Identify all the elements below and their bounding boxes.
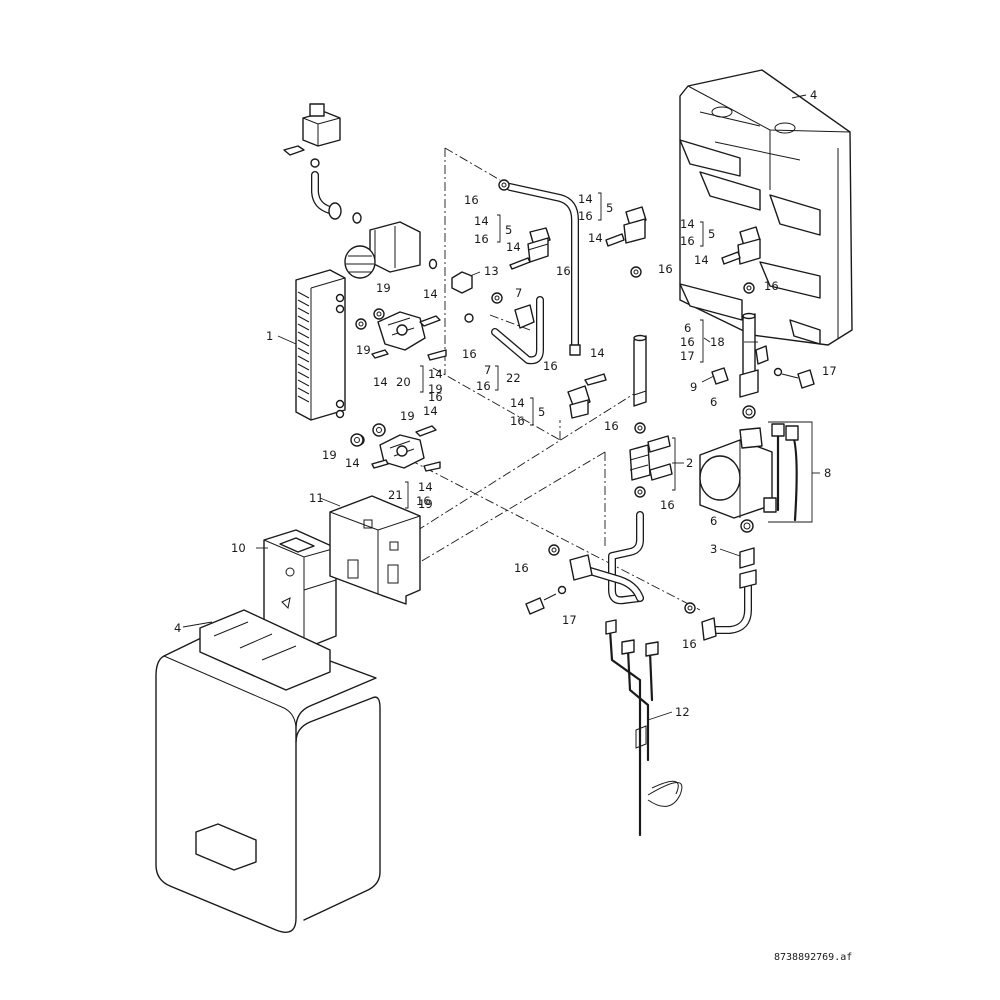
plate-heat-exchanger bbox=[295, 269, 346, 421]
callout-16-k: 16 bbox=[476, 379, 491, 393]
callout-16-o: 16 bbox=[514, 561, 529, 575]
callout-16-f: 16 bbox=[658, 262, 673, 276]
callout-14-k: 14 bbox=[510, 396, 525, 410]
callout-2: 2 bbox=[686, 456, 693, 470]
callout-4-top: 4 bbox=[810, 88, 817, 102]
callout-5-d: 5 bbox=[538, 405, 545, 419]
sensor-cable-harness bbox=[605, 619, 683, 837]
callout-14-a: 14 bbox=[474, 214, 489, 228]
callout-14-b: 14 bbox=[506, 240, 521, 254]
callout-4-bottom: 4 bbox=[174, 621, 181, 635]
callout-14-m: 14 bbox=[345, 456, 360, 470]
callout-10: 10 bbox=[231, 541, 246, 555]
callout-14-f: 14 bbox=[694, 253, 709, 267]
callout-3: 3 bbox=[710, 542, 717, 556]
assembly-axis-lines bbox=[409, 147, 701, 611]
callout-22: 22 bbox=[506, 371, 521, 385]
front-casing bbox=[155, 609, 381, 933]
mounting-frame bbox=[679, 69, 853, 346]
callout-7-a: 7 bbox=[515, 286, 522, 300]
small-fittings bbox=[350, 423, 386, 447]
callout-19-c: 19 bbox=[400, 409, 415, 423]
callout-6-a: 6 bbox=[684, 321, 691, 335]
callout-19-f: 19 bbox=[418, 497, 433, 511]
callout-14-e: 14 bbox=[680, 217, 695, 231]
callout-19-b: 19 bbox=[356, 343, 371, 357]
callout-16-d: 16 bbox=[680, 234, 695, 248]
callout-21: 21 bbox=[388, 488, 403, 502]
callout-13: 13 bbox=[484, 264, 499, 278]
callout-14-i: 14 bbox=[373, 375, 388, 389]
three-way-valve-lower bbox=[353, 424, 441, 472]
callout-17-b: 17 bbox=[822, 364, 837, 378]
callout-7-b: 7 bbox=[484, 363, 491, 377]
callout-16-i: 16 bbox=[462, 347, 477, 361]
callout-14-g: 14 bbox=[423, 287, 438, 301]
callout-16-n: 16 bbox=[660, 498, 675, 512]
callout-19-e: 19 bbox=[428, 382, 443, 396]
callout-8: 8 bbox=[824, 466, 831, 480]
callout-labels: 1 2 3 4 4 5 5 5 5 6 6 6 7 7 8 9 10 11 12… bbox=[174, 88, 852, 963]
pump-valve-assembly bbox=[283, 103, 473, 294]
callout-9: 9 bbox=[690, 380, 697, 394]
callout-16-g: 16 bbox=[764, 279, 779, 293]
callout-1: 1 bbox=[266, 329, 273, 343]
callout-leaders bbox=[182, 94, 820, 721]
callout-14-j: 14 bbox=[590, 346, 605, 360]
callout-20: 20 bbox=[396, 375, 411, 389]
callout-5-c: 5 bbox=[708, 227, 715, 241]
callout-16-p: 16 bbox=[682, 637, 697, 651]
mounting-plate bbox=[329, 495, 421, 605]
callout-18: 18 bbox=[710, 335, 725, 349]
callout-16-q: 16 bbox=[428, 390, 443, 404]
callout-5-a: 5 bbox=[505, 223, 512, 237]
right-column-parts bbox=[684, 226, 815, 641]
callout-6-c: 6 bbox=[710, 514, 717, 528]
callout-brackets bbox=[405, 192, 704, 509]
callout-16-b: 16 bbox=[474, 232, 489, 246]
callout-16-j: 16 bbox=[543, 359, 558, 373]
callout-16-h: 16 bbox=[680, 335, 695, 349]
callout-12: 12 bbox=[675, 705, 690, 719]
callout-16-r: 16 bbox=[416, 494, 431, 508]
callout-16-m: 16 bbox=[604, 419, 619, 433]
callout-19-d: 19 bbox=[322, 448, 337, 462]
callout-14-h: 14 bbox=[428, 367, 443, 381]
callout-19-a: 19 bbox=[376, 281, 391, 295]
callout-17-a: 17 bbox=[680, 349, 695, 363]
callout-14-n: 14 bbox=[418, 480, 433, 494]
callout-17-c: 17 bbox=[562, 613, 577, 627]
callout-14-c: 14 bbox=[578, 192, 593, 206]
callout-14-d: 14 bbox=[588, 231, 603, 245]
document-id: 8738892769.af bbox=[774, 952, 852, 963]
callout-5-b: 5 bbox=[606, 201, 613, 215]
control-module bbox=[263, 529, 337, 649]
three-way-valve-upper bbox=[355, 308, 447, 361]
callout-6-b: 6 bbox=[710, 395, 717, 409]
callout-16-a: 16 bbox=[464, 193, 479, 207]
callout-11: 11 bbox=[309, 491, 324, 505]
callout-16-e: 16 bbox=[556, 264, 571, 278]
connection-pipes bbox=[464, 179, 673, 615]
callout-16-c: 16 bbox=[578, 209, 593, 223]
callout-14-l: 14 bbox=[423, 404, 438, 418]
callout-16-l: 16 bbox=[510, 414, 525, 428]
